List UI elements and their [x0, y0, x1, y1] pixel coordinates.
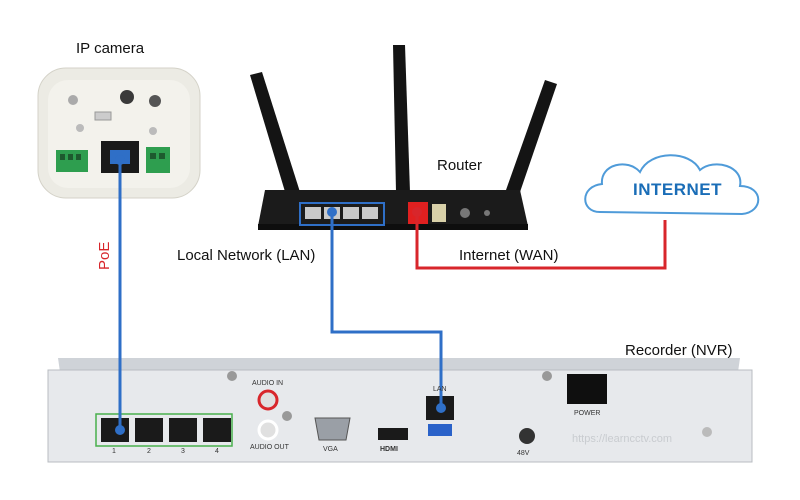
poe-port-icon — [135, 418, 163, 442]
ethernet-port-icon — [343, 207, 359, 219]
recorder-label: Recorder (NVR) — [625, 342, 733, 359]
wan-cable — [415, 212, 667, 270]
cloud-icon — [584, 154, 760, 216]
wan-label: Internet (WAN) — [459, 247, 559, 264]
port-3-label: 3 — [181, 448, 185, 455]
hdmi-label: HDMI — [380, 446, 398, 453]
nvr-recorder — [47, 358, 753, 463]
ip-camera-label: IP camera — [76, 40, 145, 57]
wifi-antenna-icon — [393, 45, 410, 192]
power-switch-icon — [567, 374, 607, 404]
port-4-label: 4 — [215, 448, 219, 455]
usb-icon — [428, 424, 452, 436]
nvr-lan-label: LAN — [433, 386, 447, 393]
poe-port-icon — [203, 418, 231, 442]
router-label: Router — [437, 157, 483, 174]
poe-port-icon — [169, 418, 197, 442]
ethernet-port-icon — [305, 207, 321, 219]
poe-label: PoE — [96, 241, 113, 270]
lan-label: Local Network (LAN) — [177, 247, 316, 264]
audio-in-label: AUDIO IN — [252, 380, 284, 387]
power-label: POWER — [574, 410, 601, 417]
port-1-label: 1 — [112, 448, 116, 455]
wifi-antenna-icon — [506, 80, 557, 192]
ethernet-port-icon — [362, 207, 378, 219]
ip-camera — [37, 67, 201, 199]
dc-label: 48V — [517, 450, 530, 457]
watermark: https://learncctv.com — [572, 433, 673, 445]
lan-cable — [330, 212, 443, 408]
audio-out-label: AUDIO OUT — [250, 444, 289, 451]
wifi-antenna-icon — [250, 72, 300, 195]
router — [250, 45, 557, 230]
port-2-label: 2 — [147, 448, 151, 455]
vga-label: VGA — [323, 446, 338, 453]
internet-label: INTERNET — [633, 180, 722, 199]
